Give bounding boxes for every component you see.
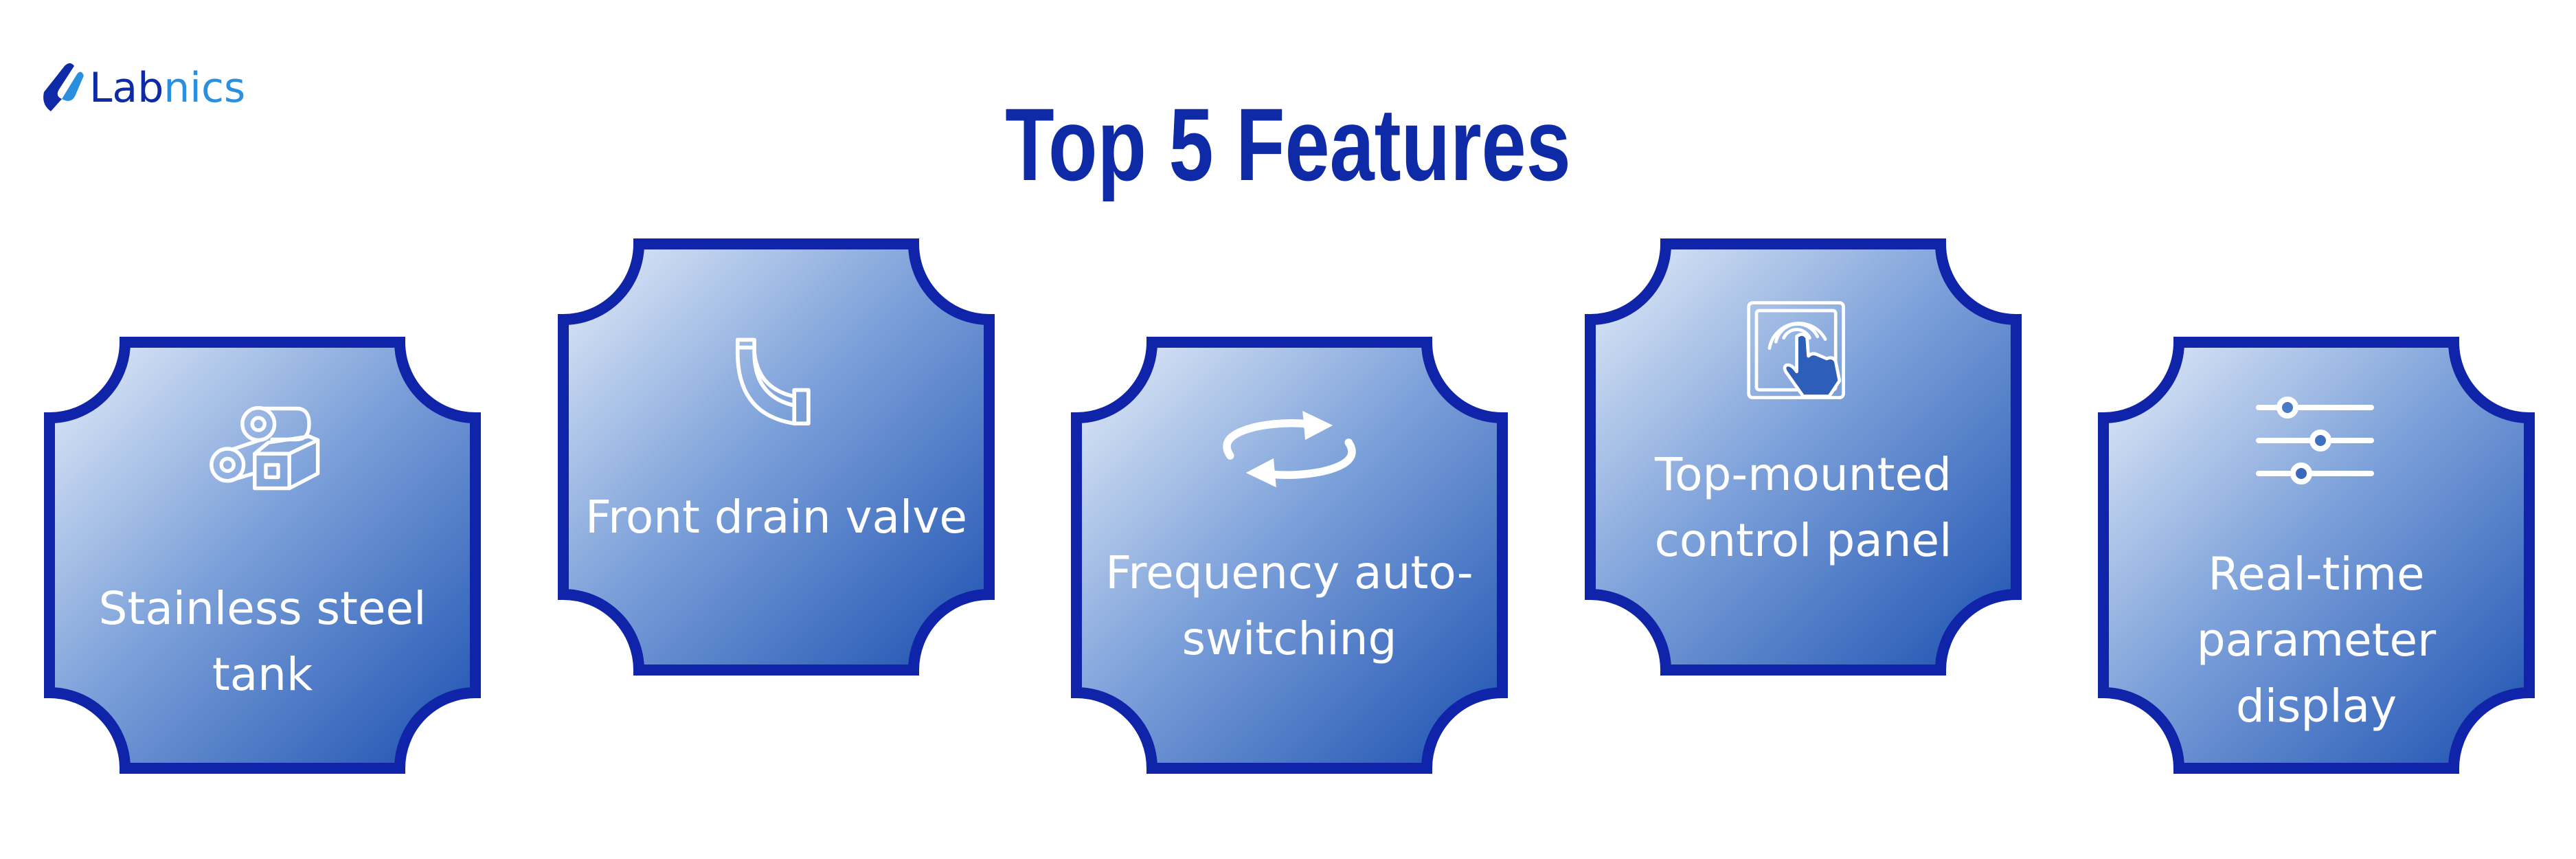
rotate-arrows-icon <box>1223 410 1356 488</box>
brand-logo: Labnics <box>43 63 245 112</box>
logo-mark-icon <box>43 63 84 111</box>
sliders-icon <box>2256 397 2374 484</box>
card-shape <box>556 237 996 677</box>
steel-pipes-icon <box>210 405 320 491</box>
touch-panel-icon <box>1747 301 1845 399</box>
brand-name: Labnics <box>89 64 245 112</box>
feature-label: Front drain valve <box>585 491 968 544</box>
feature-card-frequency-auto-switching: Frequency auto-switching <box>1070 335 1509 775</box>
feature-card-front-drain-valve: Front drain valve <box>556 237 996 677</box>
feature-label: Real-time parameter display <box>2196 548 2437 733</box>
feature-label: Frequency auto-switching <box>1105 546 1473 665</box>
page-title: Top 5 Features <box>1005 87 1571 202</box>
feature-card-real-time-parameter-display: Real-time parameter display <box>2097 335 2536 775</box>
feature-card-top-mounted-control-panel: Top-mounted control panel <box>1583 237 2023 677</box>
feature-label: Stainless steel tank <box>98 582 427 701</box>
drain-elbow-icon <box>735 337 811 426</box>
feature-card-stainless-steel-tank: Stainless steel tank <box>43 335 482 775</box>
feature-label: Top-mounted control panel <box>1654 448 1952 567</box>
